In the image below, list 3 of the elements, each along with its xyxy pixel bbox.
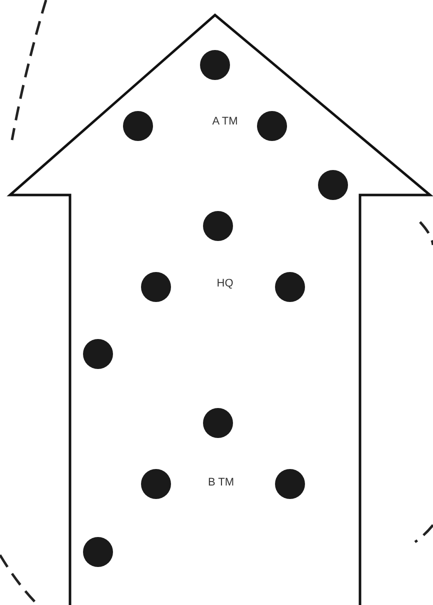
- area-label: B TM: [208, 478, 234, 488]
- area-label: A TM: [212, 116, 238, 128]
- area-label: HQ: [216, 278, 234, 290]
